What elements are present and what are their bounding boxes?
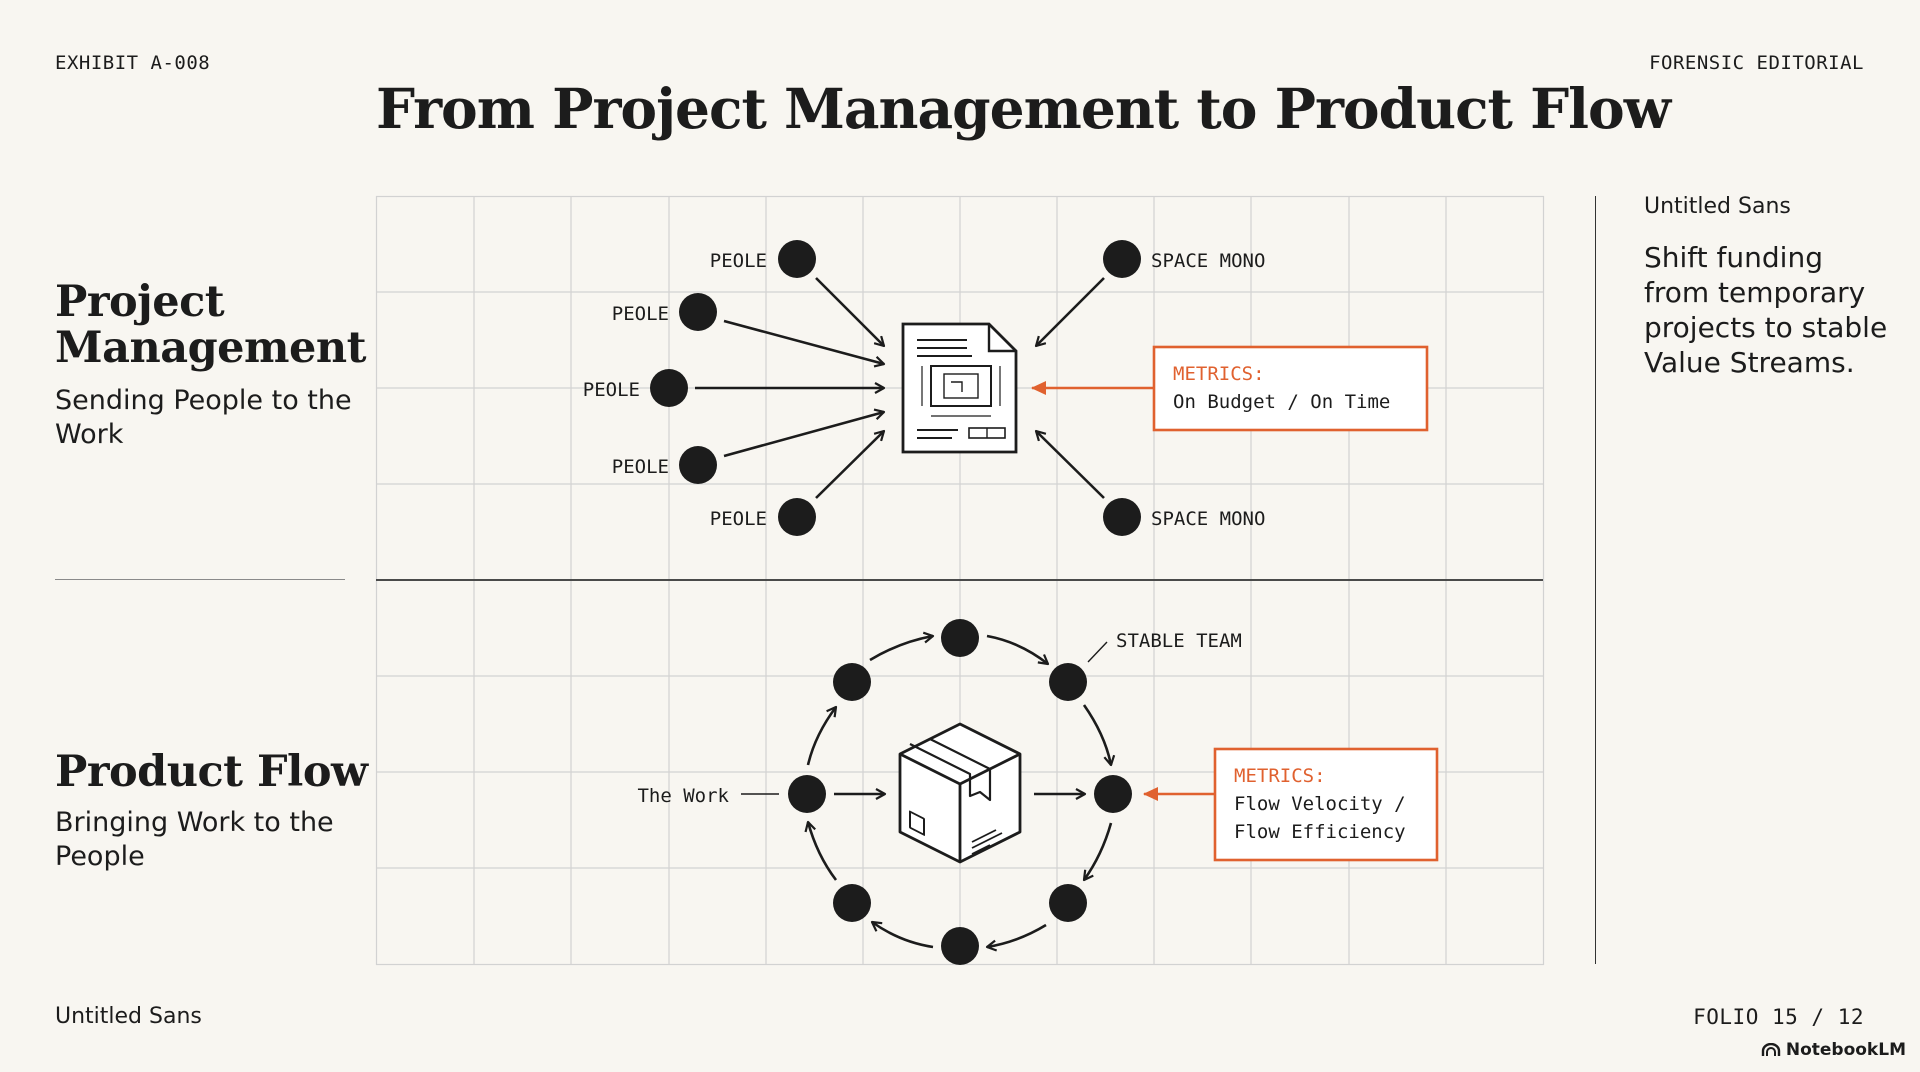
person-node — [778, 498, 816, 536]
package-box-icon — [898, 722, 1022, 864]
space-node — [1103, 498, 1141, 536]
space-node — [1103, 240, 1141, 278]
people-label: PEOLE — [612, 456, 669, 478]
sidebar-body: Shift funding from temporary projects to… — [1644, 241, 1888, 379]
folio-number: FOLIO 15 / 12 — [1693, 1005, 1864, 1029]
metrics-box — [1213, 747, 1439, 862]
section-subtitle-product-flow: Bringing Work to the People — [55, 807, 334, 872]
space-label: SPACE MONO — [1151, 508, 1265, 530]
footer-label: Untitled Sans — [55, 1004, 202, 1029]
person-node — [650, 369, 688, 407]
person-node — [679, 446, 717, 484]
team-cycle-arrows — [804, 631, 1116, 952]
work-label: The Work — [637, 785, 729, 807]
exhibit-label: EXHIBIT A-008 — [55, 52, 211, 74]
section-title-product-flow: Product Flow — [55, 747, 368, 797]
brand-label: FORENSIC EDITORIAL — [1649, 52, 1864, 74]
team-member-node — [788, 775, 826, 813]
people-label: PEOLE — [583, 379, 640, 401]
section-subtitle-project-management: Sending People to the Work — [55, 385, 352, 450]
people-nodes — [650, 240, 1141, 536]
metrics-value: On Budget / On Time — [1173, 391, 1390, 413]
team-member-node — [833, 663, 871, 701]
logo-text: NotebookLM — [1785, 1040, 1906, 1060]
team-member-node — [1094, 775, 1132, 813]
sidebar-label: Untitled Sans — [1644, 194, 1791, 219]
person-node — [679, 293, 717, 331]
team-member-node — [1049, 884, 1087, 922]
metrics-value-line: Flow Velocity / — [1234, 793, 1406, 815]
team-nodes — [788, 619, 1132, 965]
person-node — [778, 240, 816, 278]
team-member-node — [941, 927, 979, 965]
metrics-box — [1152, 345, 1429, 432]
people-label: PEOLE — [710, 250, 767, 272]
page-title: From Project Management to Product Flow — [376, 76, 1671, 141]
team-member-node — [833, 884, 871, 922]
team-label-leader — [1087, 641, 1108, 663]
metrics-heading: METRICS: — [1173, 363, 1265, 385]
document-blueprint-icon — [901, 322, 1018, 454]
section-divider — [55, 579, 345, 580]
sidebar-divider — [1595, 196, 1596, 964]
space-label: SPACE MONO — [1151, 250, 1265, 272]
team-member-node — [941, 619, 979, 657]
people-label: PEOLE — [710, 508, 767, 530]
metrics-value-line: Flow Efficiency — [1234, 821, 1406, 843]
notebooklm-logo: NotebookLM — [1761, 1040, 1906, 1060]
section-title-project-management: Project Management — [55, 277, 367, 373]
people-label: PEOLE — [612, 303, 669, 325]
notebooklm-logo-icon — [1761, 1043, 1781, 1056]
people-arrows — [695, 277, 1105, 499]
team-member-node — [1049, 663, 1087, 701]
team-label: STABLE TEAM — [1116, 630, 1242, 652]
metrics-heading: METRICS: — [1234, 765, 1326, 787]
